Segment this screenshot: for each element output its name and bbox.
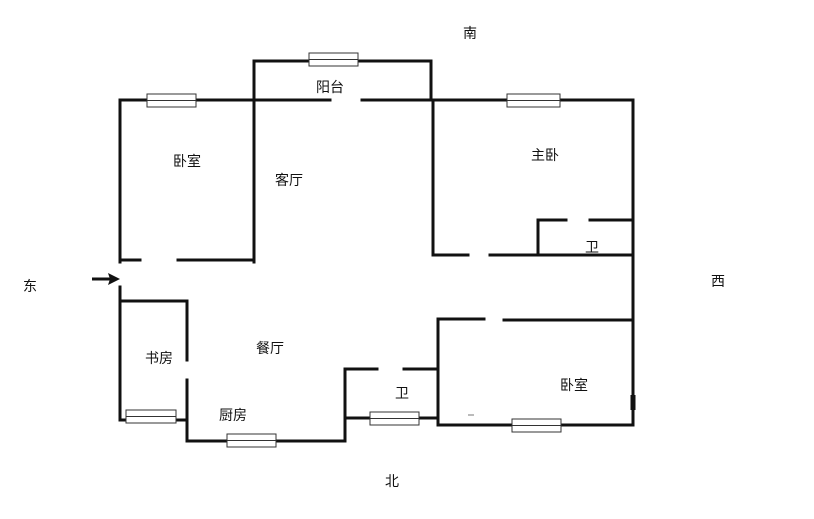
direction-north: 北 [385,474,399,490]
room-bedroom-ne: 卧室 [173,153,201,170]
window [226,433,277,448]
window [369,411,420,426]
window [506,93,561,108]
direction-south: 南 [463,26,477,42]
direction-east: 东 [23,279,37,295]
walls [118,59,636,443]
direction-west: 西 [711,274,725,290]
window [125,409,177,424]
windows [125,52,562,448]
window [511,418,562,433]
room-bedroom-sw: 卧室 [560,377,588,394]
room-dining-room: 餐厅 [256,341,284,357]
window [308,52,359,67]
room-study: 书房 [145,351,173,367]
window [146,93,197,108]
room-balcony: 阳台 [316,80,344,96]
room-living-room: 客厅 [275,172,303,189]
room-bathroom-master: 卫 [585,240,599,256]
room-kitchen: 厨房 [219,408,247,424]
entrance-arrow-icon [92,273,120,285]
room-master-bedroom: 主卧 [531,148,559,164]
room-bathroom-small: 卫 [395,386,409,402]
